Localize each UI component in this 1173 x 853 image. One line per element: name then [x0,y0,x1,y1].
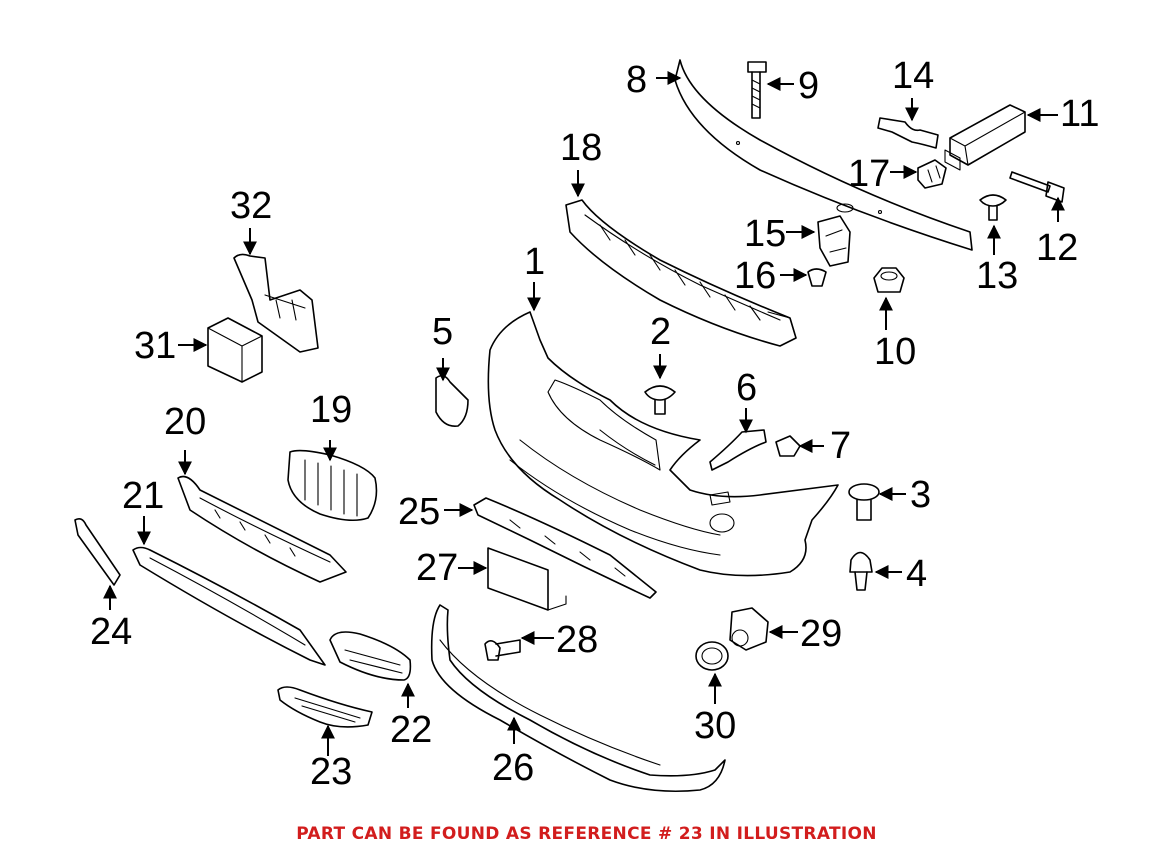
ref-label-1: 1 [524,241,545,283]
part-13-push-rivet [979,194,1007,221]
part-24-moulding [74,518,121,586]
part-7-screw [775,435,801,457]
part-6-strip [709,429,767,471]
ref-label-17: 17 [848,153,890,195]
ref-label-15: 15 [744,213,786,255]
ref-label-8: 8 [626,59,647,101]
ref-label-9: 9 [798,65,819,107]
ref-label-20: 20 [164,401,206,443]
ref-label-29: 29 [800,613,842,655]
part-5-cover [435,374,469,428]
ref-label-22: 22 [390,709,432,751]
part-27-plate-bracket [487,547,567,611]
ref-label-27: 27 [416,547,458,589]
reference-caption: PART CAN BE FOUND AS REFERENCE # 23 IN I… [296,824,877,844]
part-25-lower-grille [473,497,657,599]
part-12-bolt [1009,171,1065,203]
part-2-push-clip [644,385,676,415]
ref-label-12: 12 [1036,227,1078,269]
ref-label-31: 31 [134,325,176,367]
ref-label-7: 7 [830,425,851,467]
ref-label-18: 18 [560,127,602,169]
part-15-bracket [817,215,851,267]
ref-label-4: 4 [906,553,927,595]
ref-label-28: 28 [556,619,598,661]
part-4-push-rivet [849,551,873,591]
part-11-crash-box [944,104,1026,171]
part-23-side-grille [277,686,373,728]
part-10-nut [873,267,905,293]
part-26-lower-lip [430,604,726,792]
ref-label-21: 21 [122,475,164,517]
ref-label-11: 11 [1060,93,1099,135]
part-22-fog-grille [329,631,412,681]
part-32-bracket [233,253,319,353]
ref-label-6: 6 [736,367,757,409]
part-1-bumper-cover [487,311,839,577]
part-14-bracket [877,117,939,149]
ref-label-10: 10 [874,331,916,373]
ref-label-2: 2 [650,311,671,353]
part-17-clip [917,159,947,189]
ref-label-23: 23 [310,751,352,793]
part-31-control-module [207,317,263,383]
part-9-bolt [747,61,767,119]
ref-label-3: 3 [910,474,931,516]
ref-label-19: 19 [310,389,352,431]
ref-label-16: 16 [734,255,776,297]
part-20-center-grille [177,475,347,583]
ref-label-25: 25 [398,491,440,533]
ref-label-13: 13 [976,255,1018,297]
reference-numbers: 1 2 3 4 5 6 7 8 9 10 11 12 13 14 15 16 1… [90,55,1099,793]
part-28-bolt [484,639,521,661]
leader-arrows [103,71,1065,756]
part-30-sensor-ring [695,641,729,671]
ref-label-14: 14 [892,55,934,97]
ref-label-32: 32 [230,185,272,227]
ref-label-24: 24 [90,611,132,653]
ref-label-5: 5 [432,311,453,353]
part-21-trim-strip [132,546,326,666]
part-19-kidney-grille [287,449,378,522]
part-8-reinforcement-beam [674,59,973,251]
ref-label-26: 26 [492,747,534,789]
part-3-rivet [848,483,880,521]
ref-label-30: 30 [694,705,736,747]
part-18-energy-absorber [565,199,797,347]
part-16-screw [807,268,827,287]
part-29-sensor [729,607,769,651]
